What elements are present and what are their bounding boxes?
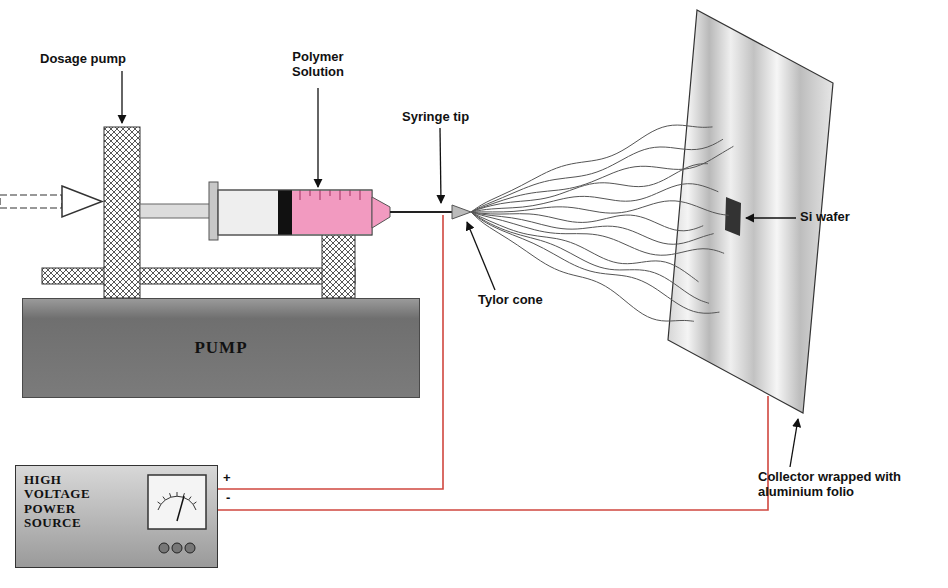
polymer-fiber	[471, 139, 723, 212]
polymer-fiber	[471, 212, 699, 282]
dosage-pump-block	[104, 127, 140, 298]
pump-base: PUMP	[22, 298, 420, 398]
power-source-box: HIGH VOLTAGE POWER SOURCE	[15, 465, 218, 568]
part-label: Dosage pump	[40, 52, 126, 67]
polymer-fiber	[471, 184, 718, 212]
terminal-sign: -	[226, 491, 230, 506]
part-label: Collector wrapped with aluminium folio	[758, 470, 918, 500]
push-arrow	[0, 186, 102, 217]
node-text: PUMP	[194, 339, 247, 358]
syringe	[140, 182, 471, 240]
polymer-fiber	[471, 212, 709, 303]
si-wafer	[725, 197, 741, 236]
node-text: HIGH VOLTAGE POWER SOURCE	[24, 473, 116, 530]
polymer-fiber	[471, 146, 733, 212]
part-label: Syringe tip	[402, 110, 469, 125]
part-label: Si wafer	[800, 210, 850, 225]
rail	[42, 268, 355, 284]
polymer-fiber	[471, 201, 729, 216]
polymer-fiber	[471, 212, 719, 313]
polymer-fiber	[471, 164, 708, 212]
part-label: Polymer Solution	[280, 50, 356, 80]
hv-wire	[218, 396, 768, 510]
leader-lines	[122, 71, 798, 467]
part-label: Tylor cone	[478, 293, 543, 308]
polymer-fiber	[471, 212, 694, 321]
polymer-fibers	[471, 125, 733, 321]
terminal-sign: +	[223, 471, 231, 486]
